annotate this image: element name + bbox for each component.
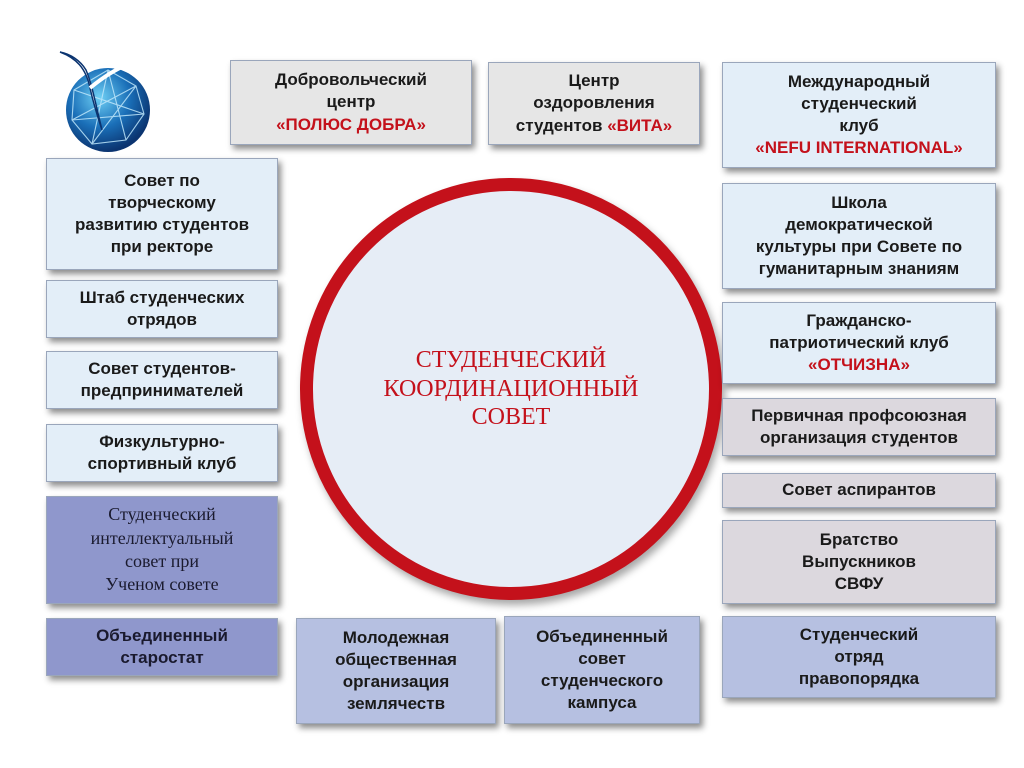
campus-line-1: Объединенный <box>536 626 668 646</box>
youth-line-2: общественная <box>335 649 457 669</box>
trade-union-box: Первичная профсоюзная организация студен… <box>722 398 996 456</box>
postgrad-council-box: Совет аспирантов <box>722 473 996 508</box>
youth-line-3: организация <box>342 672 450 691</box>
international-line-4: «NEFU INTERNATIONAL» <box>755 138 963 158</box>
creative-council-box: Совет по творческому развитию студентов … <box>46 158 278 270</box>
youth-line-1: Молодежная <box>342 627 450 647</box>
union-line-2: организация студентов <box>760 428 958 447</box>
nefu-logo-icon <box>59 51 150 152</box>
campus-line-4: кампуса <box>567 693 637 713</box>
starostat-line-2: старостат <box>120 648 204 667</box>
creative-line-3: развитию студентов <box>74 215 250 234</box>
campus-council-box: Объединенный совет студенческого кампуса <box>504 616 700 724</box>
center-title-line-1: СТУДЕНЧЕСКИЙ <box>415 346 607 373</box>
headquarters-box: Штаб студенческих отрядов <box>46 280 278 338</box>
volunteer-line-2: центр <box>326 92 376 112</box>
creative-line-4: при ректоре <box>110 237 214 257</box>
intellectual-council-box: Студенческий интеллектуальный совет при … <box>46 496 278 604</box>
international-line-3: клуб <box>839 116 879 135</box>
intellectual-line-2: интеллектуальный <box>90 527 234 548</box>
democracy-line-3: культуры при Совете по <box>755 237 963 256</box>
campus-line-3: студенческого <box>540 671 664 690</box>
vita-line-2: оздоровления <box>533 93 655 113</box>
vita-center-box: Центр оздоровления студентов «ВИТА» <box>488 62 700 145</box>
youth-organization-box: Молодежная общественная организация земл… <box>296 618 496 724</box>
patriotic-club-box: Гражданско- патриотический клуб «ОТЧИЗНА… <box>722 302 996 384</box>
volunteer-line-3: «ПОЛЮС ДОБРА» <box>276 114 426 134</box>
patriotic-line-1: Гражданско- <box>806 310 912 330</box>
creative-line-1: Совет по <box>124 170 200 190</box>
alumni-line-2: Выпускников <box>802 551 916 571</box>
patriotic-line-3: «ОТЧИЗНА» <box>808 355 910 375</box>
democracy-line-1: Школа <box>831 192 887 212</box>
campus-line-2: совет <box>578 648 626 668</box>
starostat-box: Объединенный старостат <box>46 618 278 676</box>
starostat-line-1: Объединенный <box>96 625 228 645</box>
democracy-line-2: демократической <box>785 214 933 234</box>
entrepreneurs-box: Совет студентов- предпринимателей <box>46 351 278 409</box>
patriotic-line-2: патриотический клуб <box>769 332 949 352</box>
law-line-3: правопорядка <box>798 669 920 689</box>
postgrad-line-1: Совет аспирантов <box>782 480 936 500</box>
intellectual-line-4: Ученом совете <box>105 574 219 595</box>
alumni-brotherhood-box: Братство Выпускников СВФУ <box>722 520 996 604</box>
sports-club-box: Физкультурно- спортивный клуб <box>46 424 278 482</box>
vita-line-3: студентов «ВИТА» <box>516 115 672 137</box>
vita-line-3a: студентов <box>515 115 603 135</box>
international-line-2: студенческий <box>801 93 917 113</box>
law-enforcement-box: Студенческий отряд правопорядка <box>722 616 996 698</box>
volunteer-center-box: Добровольческий центр «ПОЛЮС ДОБРА» <box>230 60 472 145</box>
international-line-1: Международный <box>787 71 931 91</box>
democracy-school-box: Школа демократической культуры при Совет… <box>722 183 996 289</box>
intellectual-line-3: совет при <box>124 551 199 571</box>
international-club-box: Международный студенческий клуб «NEFU IN… <box>722 62 996 168</box>
sports-line-1: Физкультурно- <box>99 431 225 451</box>
alumni-line-3: СВФУ <box>834 574 884 594</box>
alumni-line-1: Братство <box>819 529 899 549</box>
creative-line-2: творческому <box>108 192 216 212</box>
headquarters-line-1: Штаб студенческих <box>79 287 245 307</box>
democracy-line-4: гуманитарным знаниям <box>758 259 960 279</box>
intellectual-line-1: Студенческий <box>108 504 216 525</box>
sports-line-2: спортивный клуб <box>87 454 237 473</box>
coordination-council-circle: СТУДЕНЧЕСКИЙ КООРДИНАЦИОННЫЙ СОВЕТ <box>300 178 722 600</box>
union-line-1: Первичная профсоюзная <box>751 405 967 425</box>
law-line-2: отряд <box>834 646 884 666</box>
law-line-1: Студенческий <box>799 624 919 644</box>
headquarters-line-2: отрядов <box>127 310 197 329</box>
entrepreneurs-line-1: Совет студентов- <box>88 358 236 378</box>
vita-line-3b: «ВИТА» <box>607 115 673 135</box>
volunteer-line-1: Добровольческий <box>275 70 427 90</box>
vita-line-1: Центр <box>568 71 620 91</box>
center-title-line-2: КООРДИНАЦИОННЫЙ <box>383 375 639 402</box>
youth-line-4: землячеств <box>346 694 446 714</box>
entrepreneurs-line-2: предпринимателей <box>80 381 244 400</box>
center-title-line-3: СОВЕТ <box>471 404 551 431</box>
